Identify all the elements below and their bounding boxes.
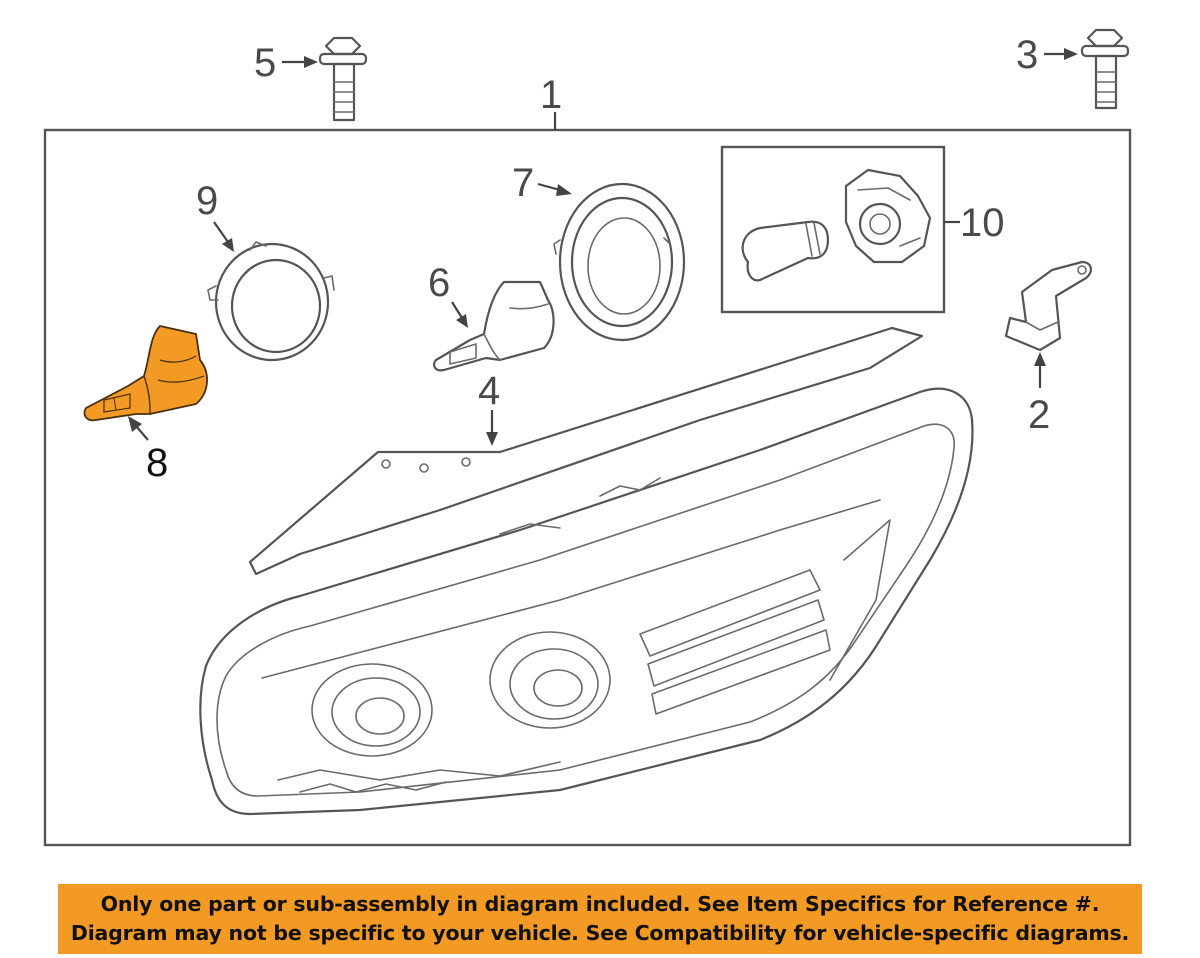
callout-9: 9 (196, 179, 218, 223)
signal-bulb-icon (741, 220, 830, 282)
disclaimer-line-1: Only one part or sub-assembly in diagram… (100, 892, 1100, 916)
callout-10: 10 (960, 201, 1005, 245)
callout-2: 2 (1028, 393, 1050, 437)
mounting-bracket-icon (1004, 260, 1092, 352)
headlight-bulb-8-icon (83, 325, 208, 422)
callout-2-arrowhead (1034, 352, 1046, 366)
callout-7: 7 (512, 161, 534, 205)
headlight-bulb-6-icon (433, 280, 555, 372)
bulb-socket-icon (844, 168, 932, 264)
disclaimer-line-2: Diagram may not be specific to your vehi… (70, 921, 1130, 945)
callout-8-arrowhead (128, 416, 142, 432)
assembly-frame (43, 128, 1132, 847)
headlamp-housing-icon (199, 387, 974, 816)
callout-6: 6 (428, 261, 450, 305)
parts-diagram: 1 5 3 10 (43, 28, 1132, 847)
bolt-5-icon (318, 36, 368, 122)
bulb-retainer-ring-icon (207, 241, 335, 362)
callout-7-arrow (537, 182, 561, 192)
callout-8: 8 (146, 441, 168, 485)
callout-1: 1 (540, 73, 562, 117)
disclaimer-banner: Only one part or sub-assembly in diagram… (58, 884, 1142, 954)
bolt-3-icon (1080, 28, 1130, 110)
callout-3: 3 (1016, 33, 1038, 77)
dust-cover-7-icon (553, 182, 686, 342)
callout-4-arrowhead (486, 432, 498, 446)
callout-9-arrowhead (222, 238, 234, 252)
callout-5: 5 (254, 41, 276, 85)
callout-9-arrow (213, 221, 229, 243)
trim-strip-4-icon (248, 326, 924, 576)
callout-5-arrowhead (304, 56, 318, 68)
callout-3-arrowhead (1064, 48, 1078, 60)
inset-box-10 (720, 145, 946, 314)
callout-8-arrow (135, 425, 149, 441)
callout-6-arrowhead (456, 314, 468, 328)
callout-7-arrowhead (556, 184, 572, 196)
callout-6-arrow (451, 301, 463, 319)
callout-4: 4 (478, 369, 500, 413)
